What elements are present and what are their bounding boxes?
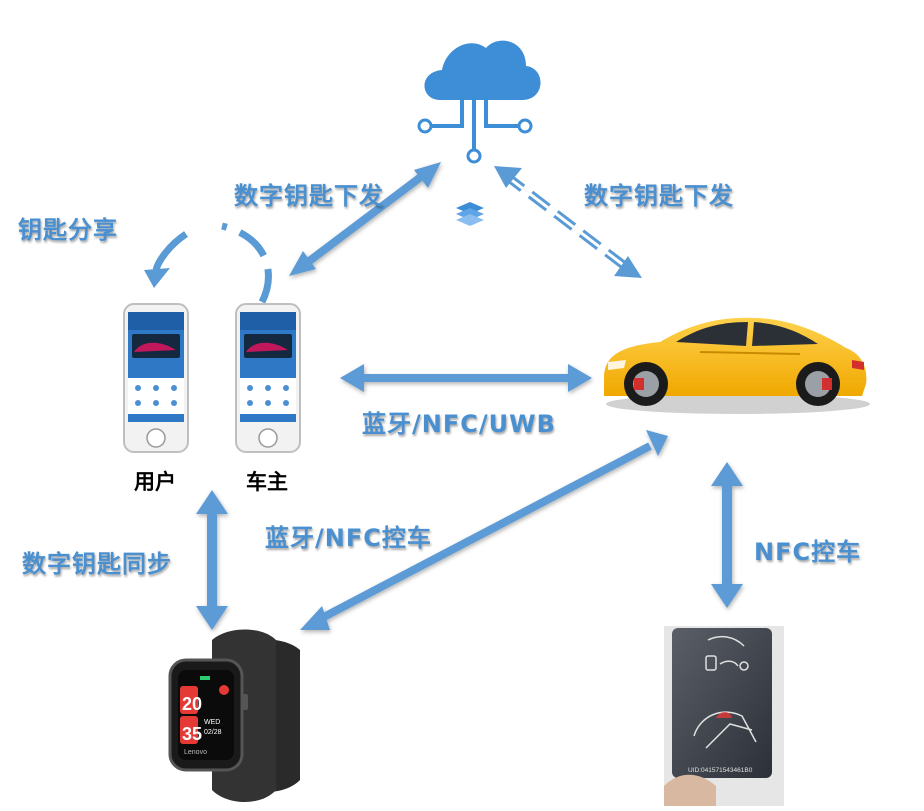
arrow-phone-cloud [289, 162, 441, 276]
arrow-watch-car [300, 430, 668, 630]
arrow-cloud-car-dashed [494, 166, 642, 278]
arrow-phone-watch [196, 490, 228, 630]
card-uid-text: UID:041571543461B0 [688, 767, 753, 774]
label-user: 用户 [134, 470, 176, 494]
label-key-sync: 数字钥匙同步 [22, 550, 172, 578]
sports-car-icon [604, 317, 870, 414]
watch-date: 02/28 [204, 729, 222, 736]
arrow-phone-car [340, 364, 592, 392]
label-key-share: 钥匙分享 [18, 216, 118, 244]
arrow-key-share [144, 222, 272, 304]
watch-minute: 35 [182, 724, 202, 744]
watch-hour: 20 [182, 694, 202, 714]
label-bt-nfc-uwb: 蓝牙/NFC/UWB [362, 410, 556, 438]
label-nfc-control: NFC控车 [754, 538, 862, 566]
arrow-car-card [711, 462, 743, 608]
cloud-network-icon [417, 40, 541, 164]
nfc-card-icon [664, 626, 784, 806]
label-bt-nfc-control: 蓝牙/NFC控车 [265, 524, 432, 552]
smartphone-user-icon [123, 303, 189, 453]
watch-day: WED [204, 719, 220, 726]
watch-brand: Lenovo [184, 749, 207, 756]
smartphone-owner-icon [235, 303, 301, 453]
smartwatch-icon [168, 629, 300, 802]
label-owner: 车主 [246, 470, 288, 494]
label-key-issue-left: 数字钥匙下发 [234, 182, 384, 210]
watch-face-text: 20 35 WED 02/28 Lenovo [182, 694, 222, 756]
layers-stack-icon [456, 202, 484, 226]
label-key-issue-right: 数字钥匙下发 [584, 182, 734, 210]
